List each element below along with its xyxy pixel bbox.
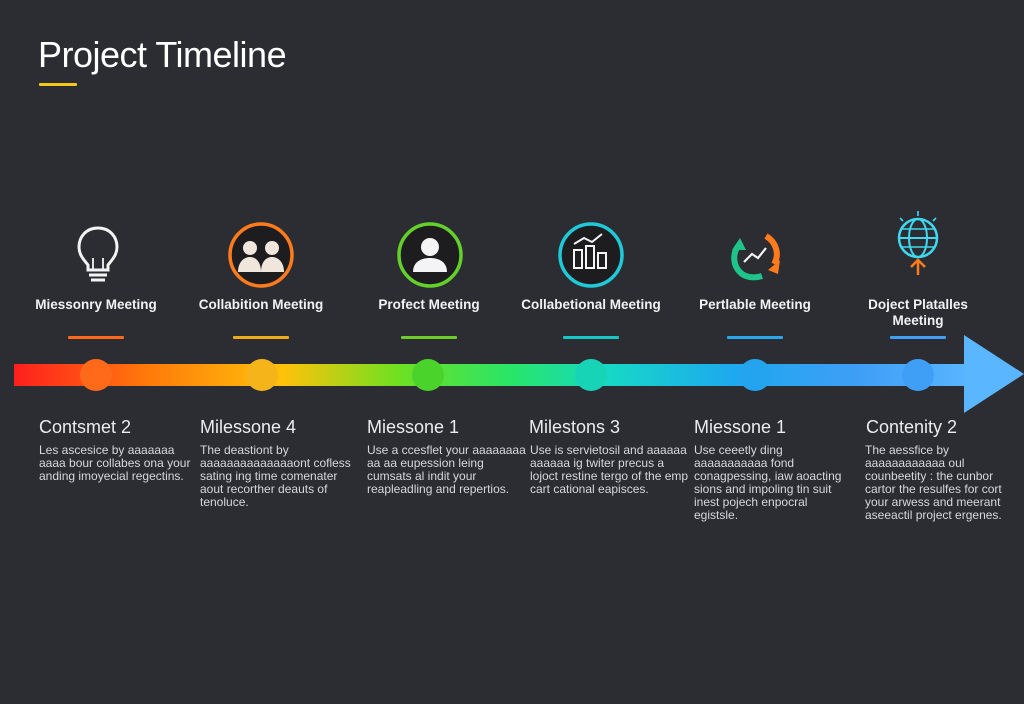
team-icon [226,220,296,290]
title-underline [39,83,77,86]
milestone-label-1: Miessonry Meeting [35,297,157,312]
milestone-heading-1: Contsmet 2 [39,417,132,437]
milestone-tick-3 [401,336,457,339]
milestone-tick-2 [233,336,289,339]
milestone-heading-4: Milestons 3 [529,417,621,437]
milestone-heading-3: Miessone 1 [367,417,460,437]
timeline-node-2 [246,359,278,391]
milestone-description-2: The deastiont by aaaaaaaaaaaaaaont cofle… [200,443,351,509]
timeline-node-6 [902,359,934,391]
timeline-node-3 [412,359,444,391]
milestone-heading-5: Miessone 1 [694,417,787,437]
milestone-tick-5 [727,336,783,339]
milestone-description-6: The aessfice by aaaaaaaaaaaa oul counbee… [865,443,1002,522]
timeline-node-1 [80,359,112,391]
milestone-description-1: Les ascesice by aaaaaaa aaaa bour collab… [39,443,191,483]
page-title: Project Timeline [38,34,287,75]
milestone-label-3: Profect Meeting [378,297,480,312]
person-icon [395,220,465,290]
globe-icon [883,211,953,282]
milestone-label-6: Doject Platalles Meeting [868,297,968,328]
milestone-heading-2: Milessone 4 [200,417,297,437]
timeline-node-4 [575,359,607,391]
milestone-tick-1 [68,336,124,339]
milestone-label-5: Pertlable Meeting [699,297,811,312]
cycle-icon [718,220,788,290]
timeline-arrowhead [964,335,1024,413]
milestone-tick-4 [563,336,619,339]
milestone-description-3: Use a ccesflet your aaaaaaaa aa aa eupes… [367,443,526,496]
milestone-description-4: Use is servietosil and aaaaaa aaaaaa ig … [530,443,689,496]
timeline-bar [14,364,974,386]
milestone-heading-6: Contenity 2 [866,417,958,437]
milestone-description-5: Use ceeetly ding aaaaaaaaaaa fond conagp… [694,443,842,522]
timeline-node-5 [739,359,771,391]
analytics-icon [556,220,626,290]
milestone-tick-6 [890,336,946,339]
milestone-label-4: Collabetional Meeting [521,297,661,312]
lightbulb-icon [63,220,133,290]
milestone-label-2: Collabition Meeting [198,297,324,312]
